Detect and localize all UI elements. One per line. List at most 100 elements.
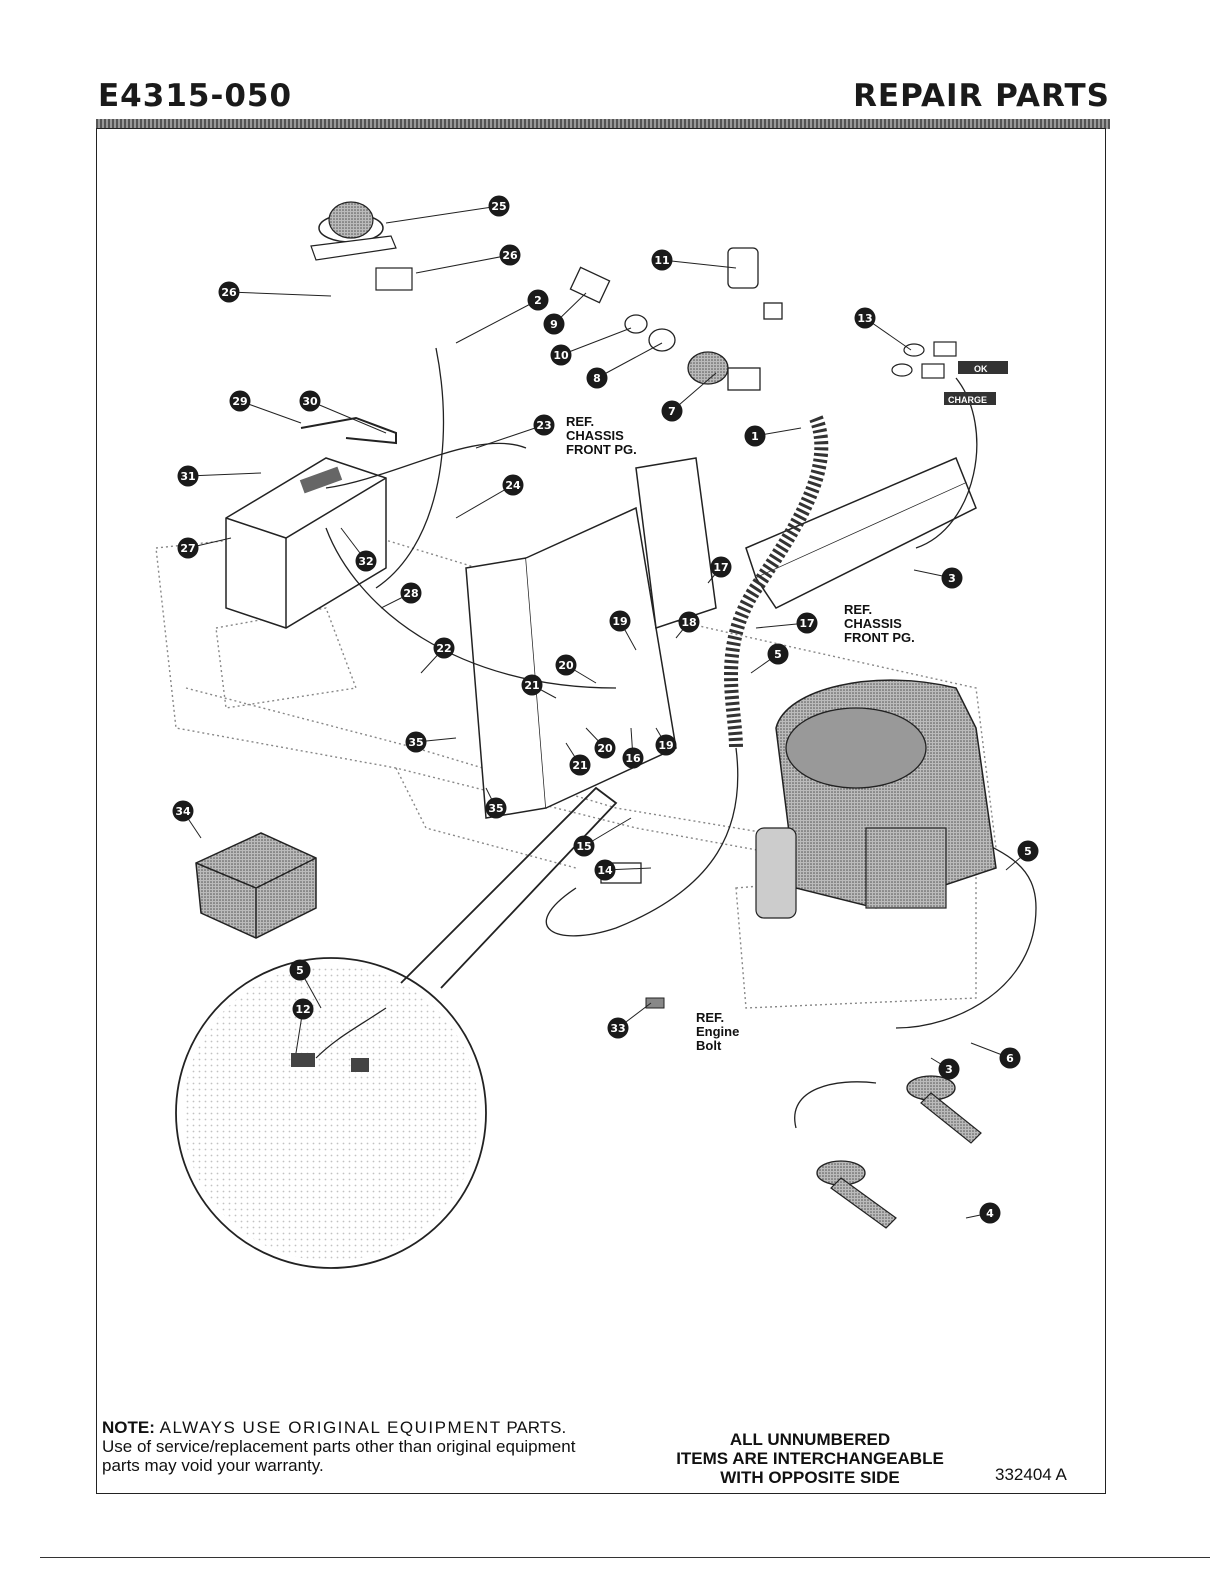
callout-number: 11 [654, 254, 669, 267]
callout-badge [938, 1058, 960, 1080]
note-rest: PARTS. Use of service/replacement parts … [102, 1418, 576, 1475]
wiring-harness [325, 347, 1037, 1029]
callout-badge [218, 281, 240, 303]
callout-badge [607, 1017, 629, 1039]
callout-badge [744, 425, 766, 447]
callout-number: 31 [180, 470, 195, 483]
center-note-line-3: WITH OPPOSITE SIDE [720, 1468, 900, 1487]
charge-label-box [944, 392, 996, 405]
callout-badge [767, 643, 789, 665]
leader-line [239, 400, 302, 424]
center-note-line-1: ALL UNNUMBERED [729, 1430, 891, 1449]
callout-badge [502, 474, 524, 496]
manual-box [195, 832, 317, 939]
callout-number: 5 [774, 648, 782, 661]
callout-badge [172, 800, 194, 822]
callout-badge [405, 731, 427, 753]
callout-number: 3 [945, 1063, 953, 1076]
callout-number: 21 [524, 679, 539, 692]
header-rule [96, 119, 1110, 129]
leader-line [228, 291, 332, 297]
callout-badge [400, 582, 422, 604]
callout-number: 29 [232, 395, 247, 408]
callout-number: 6 [1006, 1052, 1014, 1065]
callout-badge [433, 637, 455, 659]
callout-badge [499, 244, 521, 266]
callout-badge [609, 610, 631, 632]
leader-line [661, 259, 737, 269]
callout-number: 18 [681, 616, 696, 629]
leader-line [475, 424, 545, 449]
callout-badge [229, 390, 251, 412]
callout-number: 33 [610, 1022, 625, 1035]
battery [225, 457, 387, 629]
callout-number: 8 [593, 372, 601, 385]
callout-badge [1017, 840, 1039, 862]
callout-number: 22 [436, 642, 451, 655]
callout-badge [355, 550, 377, 572]
callout-number: 19 [612, 615, 627, 628]
callout-badge [550, 344, 572, 366]
callout-badge [594, 859, 616, 881]
indicator-bulbs [891, 341, 957, 379]
callout-number: 1 [751, 430, 759, 443]
solenoid [310, 201, 413, 291]
callout-number: 35 [408, 736, 423, 749]
fuse-holder [600, 862, 665, 1009]
leader-line [596, 342, 663, 379]
note-lead: NOTE: [102, 1418, 155, 1437]
callout-badge [292, 998, 314, 1020]
callout-number: 15 [576, 840, 591, 853]
callout-badge [488, 195, 510, 217]
switches [794, 1075, 982, 1229]
callout-badge [941, 567, 963, 589]
leader-line [560, 327, 632, 356]
ref-chassis-top: REF. CHASSIS FRONT PG. [566, 414, 637, 457]
inset-circle [175, 786, 618, 1269]
parts-diagram: OK CHARGE REF. CHASSIS FRONT PG. REF. CH… [155, 195, 1039, 1269]
leader-line [455, 299, 539, 344]
leader-line [415, 254, 511, 274]
callout-badge [979, 1202, 1001, 1224]
callout-number: 19 [658, 739, 673, 752]
callout-number: 23 [536, 419, 551, 432]
callout-badge [796, 612, 818, 634]
page-bottom-rule [40, 1557, 1210, 1558]
callout-badge [586, 367, 608, 389]
diagram-frame [96, 128, 1106, 1494]
callout-number: 32 [358, 555, 373, 568]
callout-number: 13 [857, 312, 872, 325]
key-switch-parts [569, 247, 783, 391]
hold-down-bar [300, 416, 397, 445]
callout-badge [527, 289, 549, 311]
engine [755, 679, 997, 919]
callout-number: 24 [505, 479, 521, 492]
callout-badge [289, 959, 311, 981]
callout-number: 26 [221, 286, 237, 299]
section-title: REPAIR PARTS [853, 78, 1110, 114]
callout-number: 5 [1024, 845, 1032, 858]
ok-label-box [958, 361, 1008, 374]
callout-badge [594, 737, 616, 759]
callout-badge [533, 414, 555, 436]
callout-badge [678, 611, 700, 633]
ref-engine-bolt: REF. Engine Bolt [696, 1010, 743, 1053]
callout-badge [710, 556, 732, 578]
callout-badge [485, 797, 507, 819]
callout-badge [555, 654, 577, 676]
callout-badge [655, 734, 677, 756]
callout-number: 12 [295, 1003, 310, 1016]
callout-number: 26 [502, 249, 518, 262]
callout-number: 20 [597, 742, 613, 755]
callout-badge [299, 390, 321, 412]
callout-badge [573, 835, 595, 857]
callout-number: 20 [558, 659, 574, 672]
callout-badge [177, 465, 199, 487]
callout-number: 5 [296, 964, 304, 977]
callout-badge [622, 747, 644, 769]
callout-badge [543, 313, 565, 335]
callout-number: 27 [180, 542, 195, 555]
center-note-line-2: ITEMS ARE INTERCHANGEABLE [676, 1449, 944, 1468]
callout-badge [521, 674, 543, 696]
callout-number: 2 [534, 294, 542, 307]
